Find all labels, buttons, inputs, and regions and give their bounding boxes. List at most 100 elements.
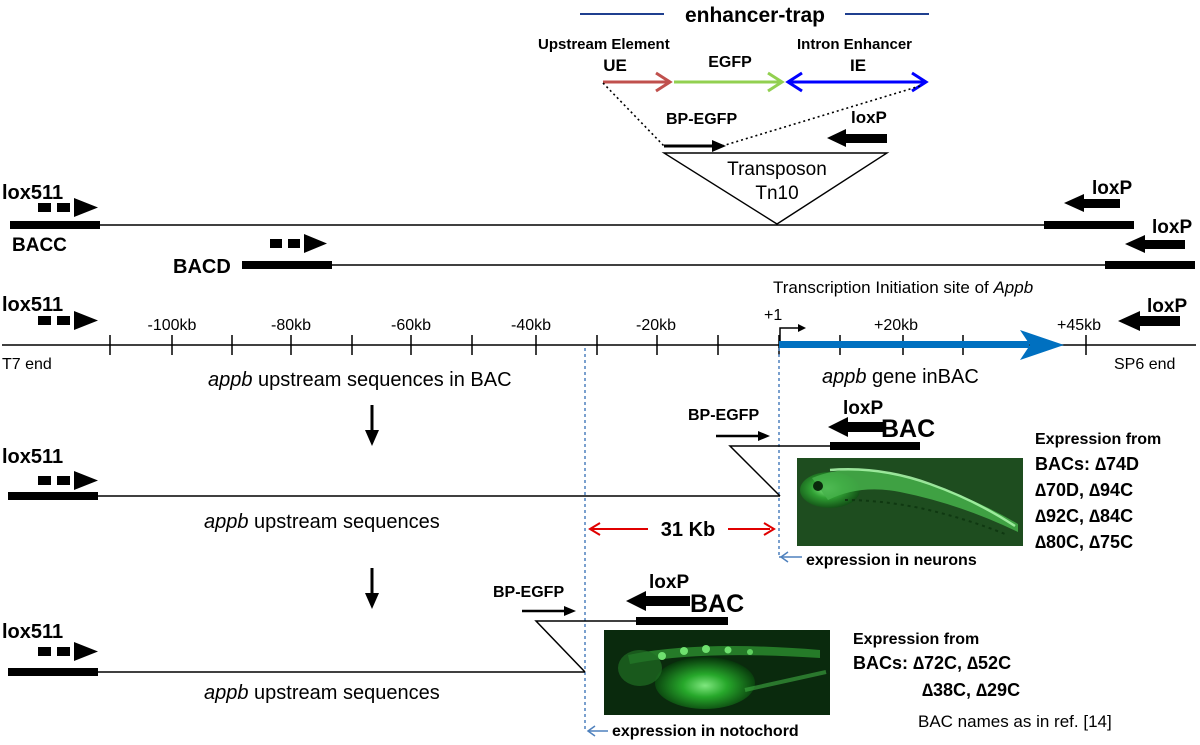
lox511-dashed-arrow-bacc — [38, 198, 98, 217]
tn10-label: Tn10 — [755, 183, 798, 204]
loxp-label-map: loxP — [1147, 296, 1187, 317]
upstream-label-d2: appb upstream sequences — [204, 682, 440, 704]
neurons-fluorescence-image — [797, 458, 1023, 546]
bacc-right-block — [1044, 221, 1134, 229]
down-arrow-2 — [365, 568, 379, 609]
lox511-label-bacc: lox511 — [2, 182, 63, 204]
deletion-construct-1: lox511 BP-EGFP loxP BAC appb upstream se… — [2, 398, 1161, 569]
gene-in-bac-label: appb gene inBAC — [822, 366, 979, 388]
d1-insert-wedge — [728, 445, 830, 497]
bac-label-d1: BAC — [881, 415, 935, 443]
expr2-line3: ∆38C, ∆29C — [922, 680, 1020, 700]
enhancer-trap-title: enhancer-trap — [685, 4, 825, 27]
ie-double-arrow — [785, 71, 929, 93]
genomic-map: Transcription Initiation site of Appb lo… — [2, 278, 1196, 391]
t7-end-label: T7 end — [2, 356, 52, 373]
egfp-label: EGFP — [708, 54, 752, 71]
bacc-row: lox511 BACC loxP — [2, 178, 1134, 256]
bp-egfp-label-top: BP-EGFP — [666, 111, 737, 128]
bacc-label: BACC — [12, 235, 67, 256]
projection-line-left — [602, 82, 665, 147]
plus-one-label: +1 — [764, 307, 782, 324]
loxp-arrow-top — [827, 129, 887, 147]
d1-left-block — [8, 492, 98, 500]
expr1-line3: ∆70D, ∆94C — [1035, 480, 1133, 500]
expr1-line1: Expression from — [1035, 431, 1161, 448]
bac-label-d2: BAC — [690, 590, 744, 618]
bp-egfp-label-d2: BP-EGFP — [493, 584, 564, 601]
loxp-arrow-d2 — [626, 591, 690, 611]
upstream-label-d1: appb upstream sequences — [204, 511, 440, 533]
lox511-dashed-arrow-d1 — [38, 471, 98, 490]
expr1-line4: ∆92C, ∆84C — [1035, 506, 1133, 526]
tick-label-100: -100kb — [148, 317, 197, 334]
loxp-label-bacc: loxP — [1092, 178, 1132, 199]
d2-bac-block — [636, 617, 728, 625]
distance-31kb — [588, 522, 776, 536]
loxp-label-d1: loxP — [843, 398, 883, 419]
tick-label-plus20: +20kb — [874, 317, 918, 334]
d2-insert-wedge — [534, 620, 636, 673]
expression-list-1: Expression from BACs: ∆74D ∆70D, ∆94C ∆9… — [1035, 431, 1161, 552]
lox511-dashed-arrow-d2 — [38, 642, 98, 661]
distance-31kb-label: 31 Kb — [661, 519, 715, 541]
transposon-triangle — [661, 152, 890, 225]
enhancer-trap-panel: enhancer-trap Upstream Element Intron En… — [538, 4, 929, 225]
caption-pointer-head-neurons — [779, 551, 789, 563]
tss-arrow — [779, 324, 806, 345]
notochord-caption: expression in notochord — [612, 723, 799, 740]
tick-label-20: -20kb — [636, 317, 676, 334]
bp-egfp-arrow-d1 — [716, 431, 770, 441]
map-tick-marks — [109, 335, 1087, 355]
loxp-label-d2: loxP — [649, 572, 689, 593]
lox511-label-d1: lox511 — [2, 446, 63, 468]
ue-label: UE — [603, 56, 627, 75]
down-arrow-1 — [365, 405, 379, 446]
bacd-left-block — [242, 261, 332, 269]
loxp-arrow-bacd — [1125, 235, 1185, 253]
sp6-end-label: SP6 end — [1114, 356, 1175, 373]
bp-egfp-arrow-top — [664, 140, 726, 152]
projection-line-right — [721, 85, 921, 147]
expr1-line5: ∆80C, ∆75C — [1035, 532, 1133, 552]
expr2-line1: Expression from — [853, 631, 979, 648]
bacc-left-block — [10, 221, 100, 229]
upstream-bac-label: appb upstream sequences in BAC — [208, 369, 512, 391]
expression-list-2: Expression from BACs: ∆72C, ∆52C ∆38C, ∆… — [853, 631, 1112, 731]
egfp-arrow — [674, 71, 785, 93]
loxp-label-bacd: loxP — [1152, 217, 1192, 238]
d1-bac-block — [830, 442, 920, 450]
intron-enhancer-label: Intron Enhancer — [797, 36, 912, 53]
tis-label: Transcription Initiation site of Appb — [773, 278, 1033, 297]
neurons-caption: expression in neurons — [806, 552, 977, 569]
tick-label-80: -80kb — [271, 317, 311, 334]
deletion-construct-2: lox511 BP-EGFP loxP BAC appb upstream se… — [2, 572, 1112, 740]
bacd-right-block — [1105, 261, 1195, 269]
d2-left-block — [8, 668, 98, 676]
lox511-label-map: lox511 — [2, 294, 63, 316]
lox511-dashed-arrow-map — [38, 311, 98, 330]
bacd-row: BACD loxP — [173, 217, 1195, 278]
bp-egfp-arrow-d2 — [522, 606, 576, 616]
ie-label: IE — [850, 56, 866, 75]
tick-label-plus45: +45kb — [1057, 317, 1101, 334]
expr1-line2: BACs: ∆74D — [1035, 454, 1139, 474]
expr2-line2: BACs: ∆72C, ∆52C — [853, 653, 1011, 673]
loxp-arrow-map — [1118, 311, 1180, 331]
footnote: BAC names as in ref. [14] — [918, 712, 1112, 731]
appb-gene-arrow — [779, 330, 1064, 360]
notochord-fluorescence-image — [604, 630, 830, 715]
loxp-arrow-bacc — [1064, 194, 1120, 212]
bacd-label: BACD — [173, 256, 231, 278]
lox511-label-d2: lox511 — [2, 621, 63, 643]
lox511-dashed-arrow-bacd — [270, 234, 327, 253]
transposon-label: Transposon — [727, 159, 827, 180]
tick-label-40: -40kb — [511, 317, 551, 334]
bp-egfp-label-d1: BP-EGFP — [688, 407, 759, 424]
tick-label-60: -60kb — [391, 317, 431, 334]
loxp-arrow-d1 — [828, 417, 885, 437]
loxp-label-top: loxP — [851, 108, 887, 127]
upstream-element-label: Upstream Element — [538, 36, 670, 53]
